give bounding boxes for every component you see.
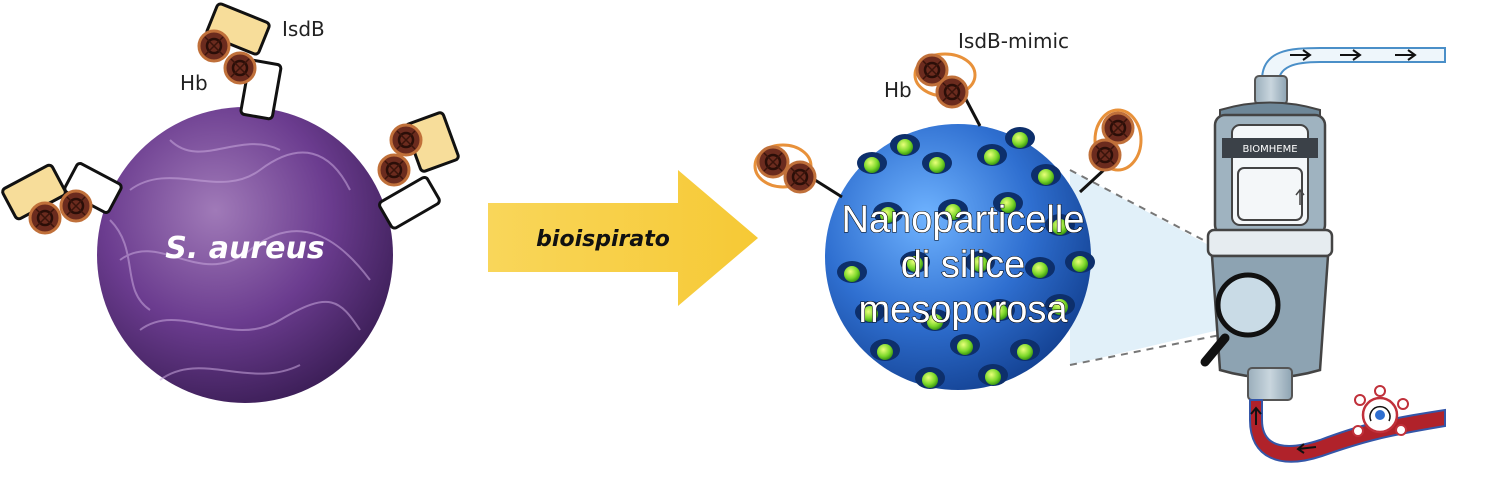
bacterium-group: S. aureus IsdB Hb: [1, 2, 460, 403]
outlet-tube: [1260, 47, 1446, 87]
pore-bead: [1017, 344, 1033, 360]
pore-bead: [929, 157, 945, 173]
hb-label-nanoparticle: Hb: [884, 78, 912, 102]
isdb-receptor-left: [1, 162, 123, 235]
pore-bead: [862, 306, 878, 322]
bacterium-label: S. aureus: [165, 231, 324, 266]
pore-bead: [864, 157, 880, 173]
isdb-receptor-right: [377, 111, 460, 230]
zoom-cone: [1070, 170, 1240, 365]
isdb-mimic-left: [753, 143, 843, 199]
pore-bead: [1032, 262, 1048, 278]
bacterium-cell: [97, 107, 393, 403]
pore-bead: [897, 139, 913, 155]
flow-arrows-out: [1290, 49, 1417, 61]
pore-bead: [957, 339, 973, 355]
nanoparticle-label-line2: di silice: [901, 244, 1026, 286]
pore-bead: [972, 256, 988, 272]
isdb-receptor-top: [197, 2, 283, 121]
circulating-nanoparticle: [1352, 385, 1409, 437]
bacterium-texture: [109, 139, 371, 381]
pore-bead: [1038, 169, 1054, 185]
mesopores: [837, 127, 1095, 389]
magnifier-icon: [1200, 272, 1281, 367]
nanoparticle-sphere: [825, 124, 1091, 390]
pore-bead: [844, 266, 860, 282]
isdb-mimic-label: IsdB-mimic: [958, 29, 1069, 53]
pore-bead: [945, 204, 961, 220]
blood-inlet-tube: [1249, 399, 1446, 463]
pore-bead: [877, 344, 893, 360]
pore-bead: [922, 372, 938, 388]
pore-bead: [992, 304, 1008, 320]
pore-bead: [985, 369, 1001, 385]
pore-bead: [907, 256, 923, 272]
pore-bead: [1052, 219, 1068, 235]
nanoparticle-label-line3: mesoporosa: [858, 289, 1068, 331]
pore-bead: [1072, 256, 1088, 272]
isdb-mimic-right: [1078, 108, 1143, 194]
arrow-label: bioispirato: [536, 227, 670, 252]
bioinspired-arrow: bioispirato: [488, 170, 758, 306]
nanoparticle-label-line1: Nanoparticelle: [842, 199, 1085, 241]
nanoparticle-group: Nanoparticelle di silice mesoporosa IsdB…: [753, 29, 1246, 390]
device-label: BIOMHEME: [1242, 144, 1297, 155]
pore-bead: [1052, 299, 1068, 315]
pore-bead: [927, 314, 943, 330]
isdb-label: IsdB: [282, 17, 325, 41]
hb-label-bacterium: Hb: [180, 71, 208, 95]
pore-bead: [984, 149, 1000, 165]
flow-arrows-in: [1250, 406, 1317, 454]
pore-bead: [1012, 132, 1028, 148]
biomheme-device: BIOMHEME: [1200, 47, 1446, 463]
isdb-mimic-top: [913, 52, 982, 127]
pore-bead: [1000, 197, 1016, 213]
pore-bead: [880, 207, 896, 223]
